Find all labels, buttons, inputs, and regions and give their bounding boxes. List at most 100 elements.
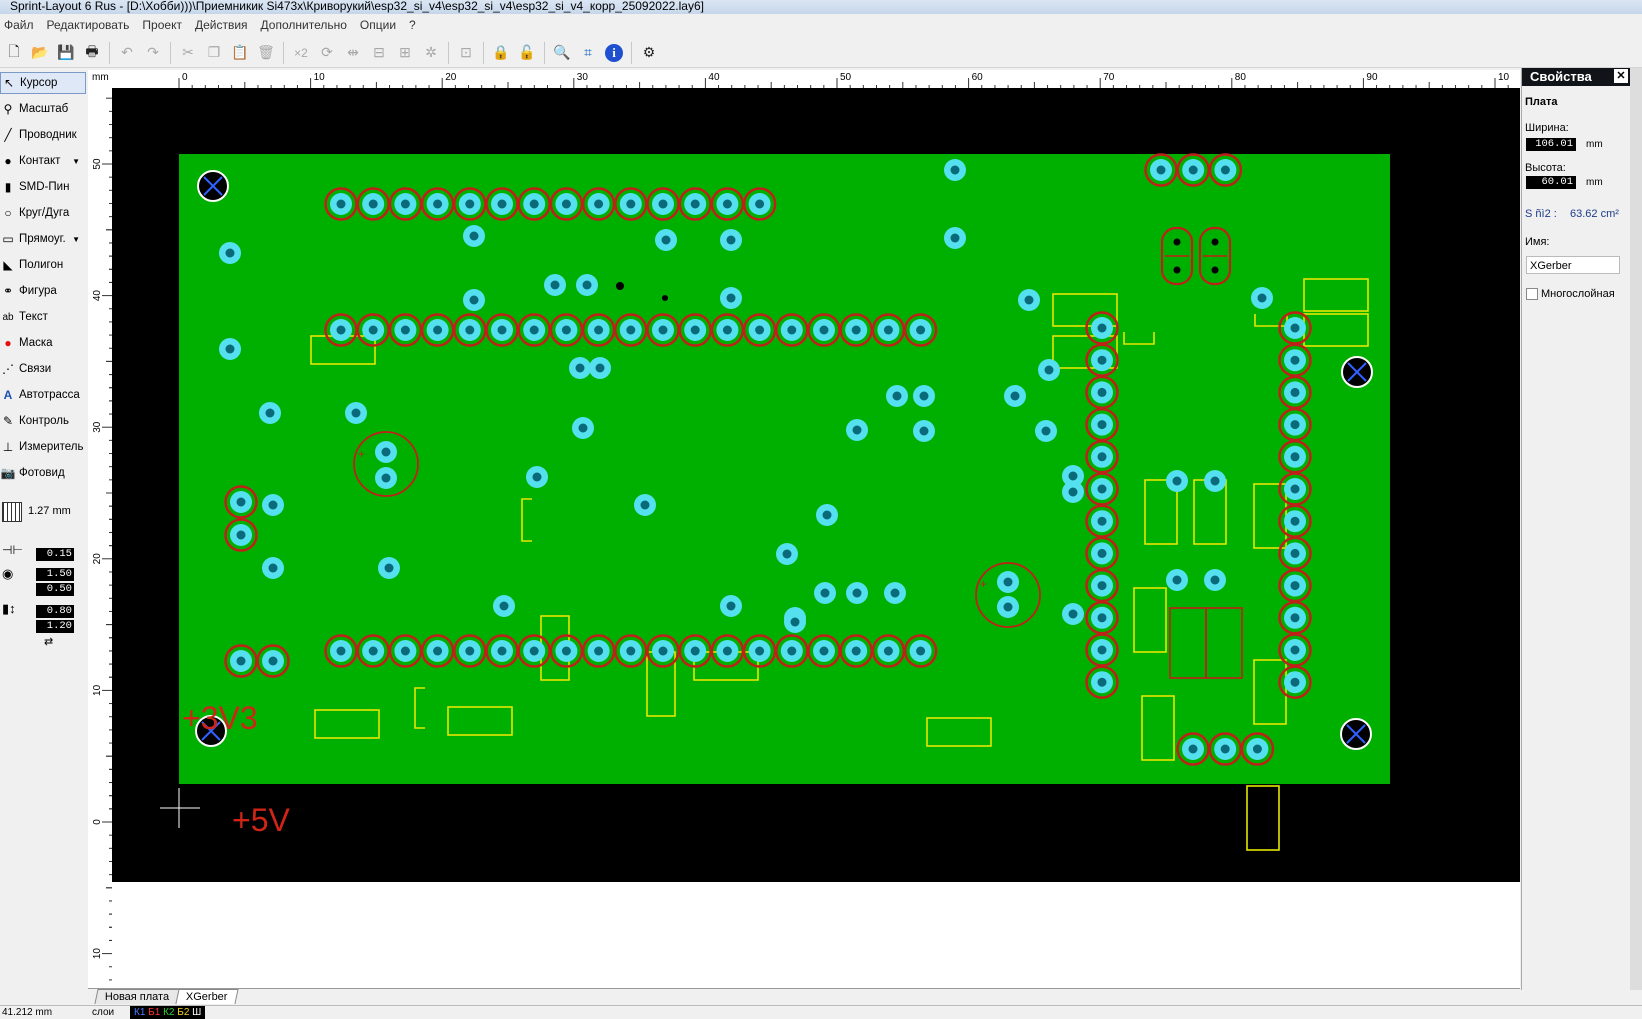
tool-label: Курсор: [20, 77, 58, 89]
layer-b2[interactable]: Б2: [177, 1007, 190, 1018]
tool-track[interactable]: ╱Проводник: [0, 124, 86, 146]
silk-rect: [1253, 659, 1287, 725]
width-field[interactable]: 106.01: [1526, 138, 1576, 151]
save-icon[interactable]: 💾: [57, 44, 75, 60]
pad-ring: [903, 634, 938, 668]
via-hole: [1210, 575, 1220, 585]
pad-ring: [1208, 153, 1243, 187]
swap-icon[interactable]: ⇄: [44, 636, 54, 648]
unlock-icon[interactable]: 🔓: [518, 44, 536, 60]
tool-circle[interactable]: ○Круг/Дуга: [0, 202, 86, 224]
coord-readout: 41.212 mm: [2, 1007, 53, 1018]
new-file-icon[interactable]: 🗋: [8, 42, 20, 59]
pad-hole: [465, 646, 475, 656]
rotate-icon[interactable]: ⟳: [321, 44, 333, 60]
tool-cursor[interactable]: ↖Курсор: [0, 72, 86, 94]
smd-height-field[interactable]: 1.20: [36, 620, 74, 633]
via-hole: [1044, 365, 1054, 375]
menu-file[interactable]: Файл: [4, 18, 34, 32]
info-icon[interactable]: i: [602, 41, 626, 65]
via-hole: [1172, 476, 1182, 486]
smd-size-icon: ▮↕: [2, 601, 16, 616]
measure-icon: ⊥: [2, 440, 14, 454]
cut-icon[interactable]: ✂: [182, 44, 194, 60]
pad-hole: [465, 199, 475, 209]
zoom-fit-icon[interactable]: 🔍: [553, 44, 571, 60]
layer-sh[interactable]: Ш: [192, 1007, 202, 1018]
name-field[interactable]: XGerber: [1526, 256, 1620, 274]
pad-inner-field[interactable]: 0.50: [36, 583, 74, 596]
ungroup-icon[interactable]: ✲: [425, 44, 437, 60]
lock-icon[interactable]: 🔒: [492, 44, 510, 60]
capacitor-polarity: +: [980, 577, 987, 591]
chevron-down-icon[interactable]: ▼: [72, 156, 80, 166]
multilayer-checkbox[interactable]: Многослойная: [1526, 288, 1615, 300]
tool-mask[interactable]: ●Маска: [0, 332, 86, 354]
tool-photoview[interactable]: 📷Фотовид: [0, 462, 86, 484]
settings-gear-icon[interactable]: ⚙: [642, 44, 656, 60]
component-icon[interactable]: ⊡: [460, 44, 472, 60]
via-hole: [790, 617, 800, 627]
width-label: Ширина:: [1525, 122, 1569, 134]
menu-options[interactable]: Опции: [359, 18, 397, 32]
menu-actions[interactable]: Действия: [194, 18, 248, 32]
pad-hole: [851, 646, 861, 656]
right-scrollbar[interactable]: [1630, 68, 1642, 990]
tab-new-board[interactable]: Новая плата: [94, 989, 180, 1004]
pcb-canvas[interactable]: ++ +3V3 +5V: [112, 88, 1520, 988]
copy-icon[interactable]: ❐: [207, 44, 221, 60]
tool-shape[interactable]: ⚭Фигура: [0, 280, 86, 302]
pad-hole: [433, 199, 443, 209]
print-icon[interactable]: 🖶: [85, 42, 99, 59]
smd-width-field[interactable]: 0.80: [36, 605, 74, 618]
grid-icon[interactable]: [2, 502, 22, 522]
menu-extra[interactable]: Дополнительно: [260, 18, 347, 32]
undo-icon[interactable]: ↶: [121, 44, 133, 60]
group-icon[interactable]: ⊞: [399, 44, 411, 60]
align-icon[interactable]: ⊟: [373, 44, 385, 60]
tool-connections[interactable]: ⋰Связи: [0, 358, 86, 380]
pad-hole: [594, 646, 604, 656]
mount-cross: [1347, 362, 1367, 382]
tool-rectangle[interactable]: ▭Прямоуг.▼: [0, 228, 86, 250]
pad-outer-field[interactable]: 1.50: [36, 568, 74, 581]
tool-drc[interactable]: ✎Контроль: [0, 410, 86, 432]
menu-edit[interactable]: Редактировать: [46, 18, 130, 32]
origin-crosshair: [160, 788, 200, 828]
ruler-label: 30: [577, 72, 589, 83]
grid-size[interactable]: 1.27 mm: [28, 505, 71, 517]
layer-b1[interactable]: Б1: [148, 1007, 161, 1018]
menu-project[interactable]: Проект: [142, 18, 182, 32]
tab-xgerber[interactable]: XGerber: [175, 989, 239, 1004]
via-hole: [1210, 476, 1220, 486]
via-hole: [726, 601, 736, 611]
tool-measure[interactable]: ⊥Измеритель: [0, 436, 86, 458]
shape-icon: ⚭: [2, 284, 14, 298]
layer-k1[interactable]: К1: [134, 1007, 146, 1018]
open-file-icon[interactable]: 📂: [31, 44, 49, 60]
tool-pad[interactable]: ●Контакт▼: [0, 150, 86, 172]
duplicate-button[interactable]: ×2: [294, 45, 308, 60]
tool-smd[interactable]: ▮SMD-Пин: [0, 176, 86, 198]
checkbox-icon[interactable]: [1526, 288, 1538, 300]
tool-zoom[interactable]: ⚲Масштаб: [0, 98, 86, 120]
chevron-down-icon[interactable]: ▼: [72, 234, 80, 244]
crop-icon[interactable]: ⌗: [584, 44, 592, 60]
track-width-field[interactable]: 0.15: [36, 548, 74, 561]
pad-icon: ●: [4, 154, 12, 168]
oval-pad-hole: [1211, 266, 1219, 274]
mount-cross: [203, 176, 223, 196]
height-field[interactable]: 60.01: [1526, 176, 1576, 189]
menu-help[interactable]: ?: [409, 18, 416, 32]
redo-icon[interactable]: ↷: [147, 44, 159, 60]
layer-k2[interactable]: К2: [163, 1007, 175, 1018]
mirror-h-icon[interactable]: ⇹: [347, 44, 359, 60]
paste-icon[interactable]: 📋: [231, 44, 249, 60]
close-icon[interactable]: ✕: [1614, 69, 1628, 83]
tool-polygon[interactable]: ◣Полигон: [0, 254, 86, 276]
area-value: 63.62 cm²: [1570, 208, 1619, 220]
pcb-board-svg[interactable]: ++ +3V3 +5V: [112, 88, 1520, 988]
delete-icon[interactable]: 🗑: [257, 44, 275, 60]
